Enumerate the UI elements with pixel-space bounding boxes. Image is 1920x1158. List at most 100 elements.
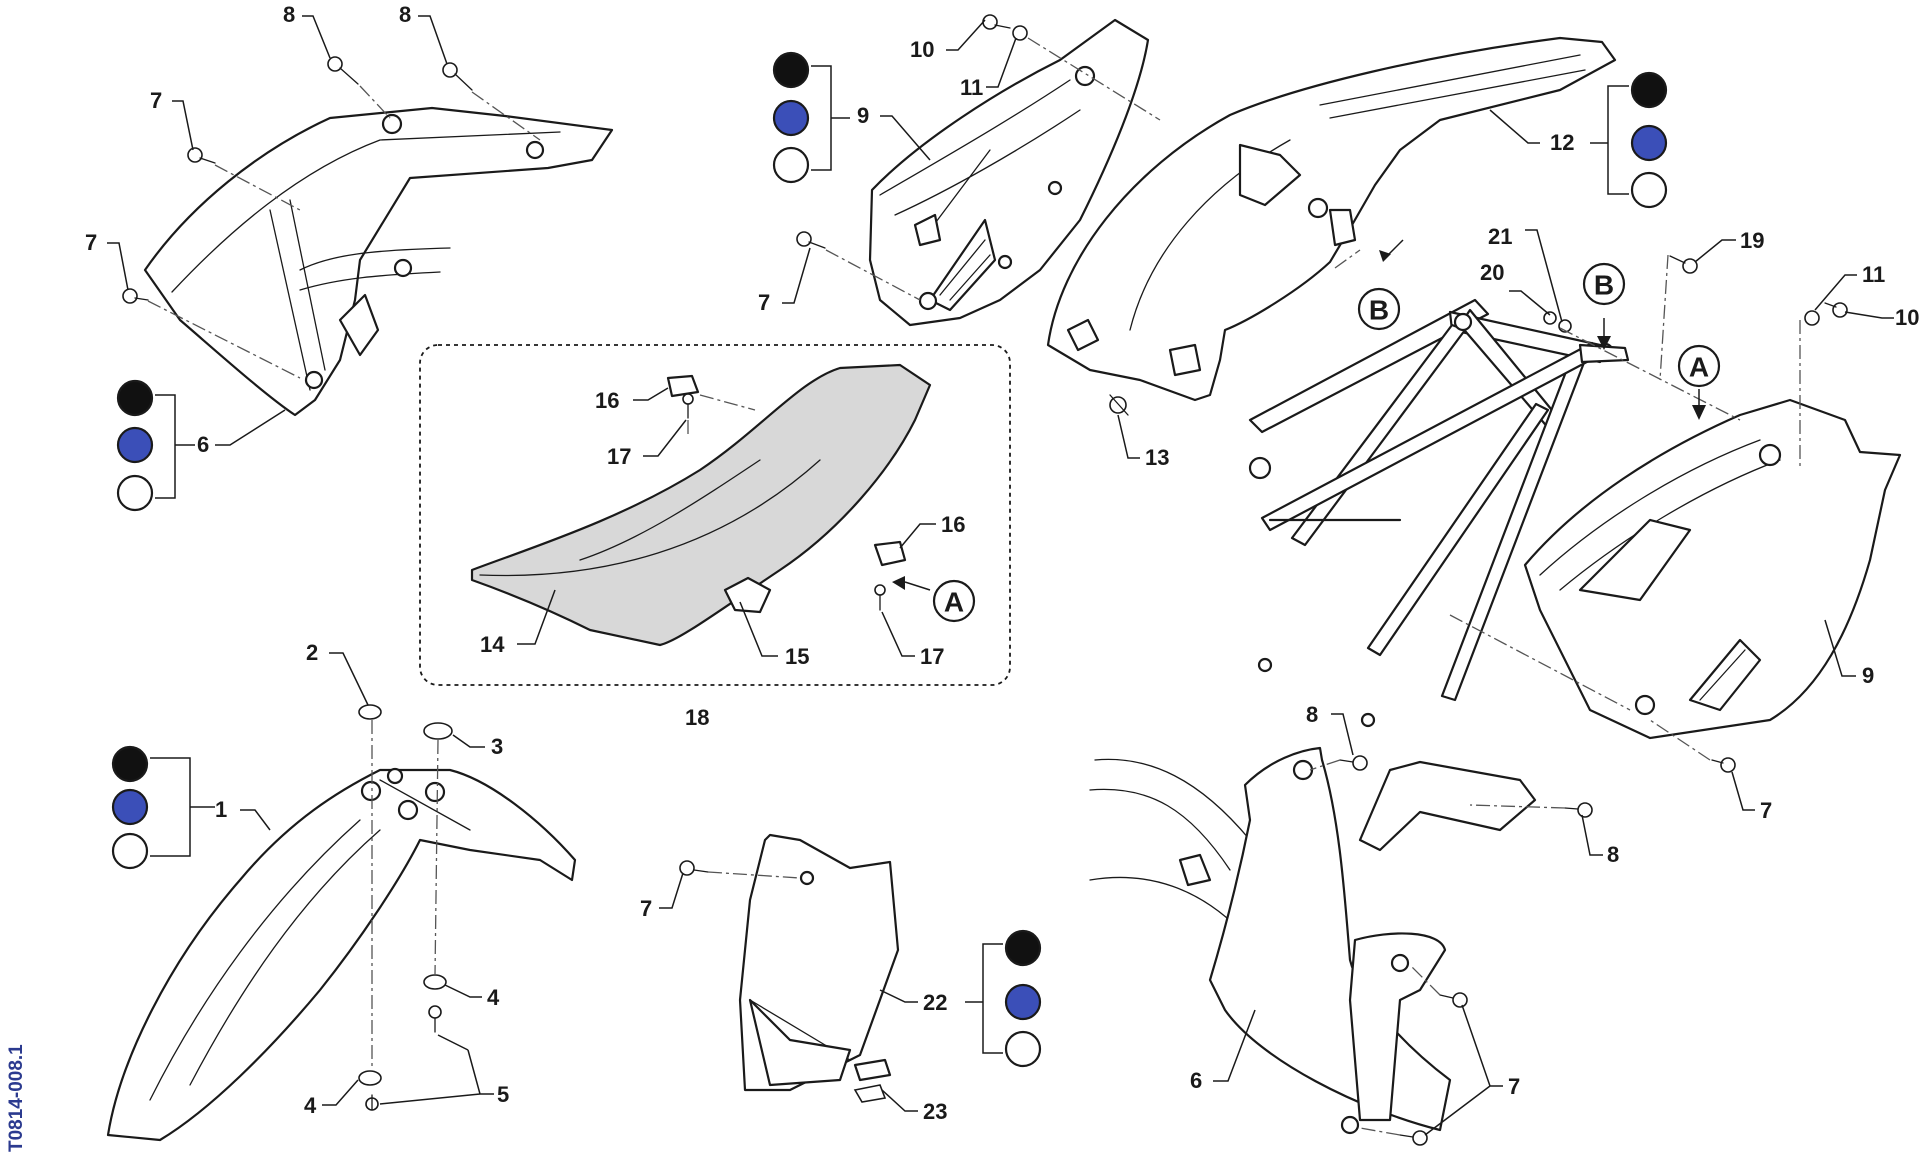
callout-22: 22: [923, 990, 947, 1015]
reference-letter-a-2: A: [932, 579, 976, 623]
rear-fender: [1046, 36, 1617, 402]
bolt: [1824, 302, 1848, 318]
callout-7: 7: [1760, 798, 1772, 823]
color-white-swatch: [116, 474, 154, 512]
bolt: [1669, 255, 1698, 274]
seat: [470, 363, 932, 647]
number-plate: [738, 833, 900, 1092]
hardware: [122, 14, 1848, 1146]
side-panel-upper: [868, 18, 1150, 327]
svg-text:A: A: [1689, 352, 1709, 383]
callout-16: 16: [941, 512, 965, 537]
callout-14: 14: [480, 632, 505, 657]
callout-2: 2: [306, 640, 318, 665]
callout-9: 9: [1862, 663, 1874, 688]
radiator-shroud-right: [1089, 746, 1537, 1135]
washer: [358, 704, 382, 720]
rear-subframe: [1248, 298, 1630, 728]
callout-3: 3: [491, 734, 503, 759]
radiator-shroud-left: [143, 106, 614, 417]
callout-8: 8: [283, 2, 295, 27]
reference-letter-a-1: A: [1677, 344, 1721, 388]
callout-6: 6: [197, 432, 209, 457]
washer: [358, 1070, 382, 1086]
callout-18: 18: [685, 705, 709, 730]
callout-5: 5: [497, 1082, 509, 1107]
color-options-22: [965, 929, 1042, 1068]
svg-text:A: A: [944, 587, 964, 618]
callout-10: 10: [910, 37, 934, 62]
callout-numbers: 8 8 7 7 6 10 11 9 7 12 13 21 20 19 11 10…: [85, 2, 1919, 1124]
callout-7: 7: [640, 896, 652, 921]
washer: [423, 974, 447, 990]
bolt: [1109, 394, 1129, 416]
bolt: [1711, 757, 1736, 773]
color-blue-swatch: [116, 426, 154, 464]
bolt: [442, 62, 473, 91]
washer: [423, 722, 453, 740]
callout-6: 6: [1190, 1068, 1202, 1093]
bolt: [327, 56, 359, 85]
callout-13: 13: [1145, 445, 1169, 470]
bolt: [1399, 1130, 1428, 1146]
callout-15: 15: [785, 644, 809, 669]
color-options-6: [116, 379, 195, 512]
color-white-swatch: [1630, 171, 1668, 209]
seat-group-box: [419, 344, 1011, 686]
assembly-lines: [147, 37, 1801, 1136]
reference-letter-b-2: B: [1582, 262, 1626, 306]
reference-letter-b-1: B: [1357, 287, 1401, 331]
callout-10: 10: [1895, 305, 1919, 330]
color-blue-swatch: [111, 788, 149, 826]
callout-20: 20: [1480, 260, 1504, 285]
color-options-12: [1590, 71, 1668, 209]
callout-4: 4: [487, 985, 500, 1010]
color-black-swatch: [1630, 71, 1668, 109]
bolt: [1804, 310, 1820, 326]
callout-19: 19: [1740, 228, 1764, 253]
leader-lines: [107, 15, 1894, 1136]
reference-arrows: [892, 239, 1706, 591]
color-black-swatch: [772, 51, 810, 89]
svg-text:B: B: [1594, 270, 1614, 301]
color-white-swatch: [1004, 1030, 1042, 1068]
bolt: [1543, 311, 1557, 325]
color-blue-swatch: [1630, 124, 1668, 162]
bolt: [1439, 992, 1468, 1008]
color-white-swatch: [772, 146, 810, 184]
bolt: [682, 393, 694, 419]
callout-8: 8: [1607, 842, 1619, 867]
bolt: [365, 1094, 379, 1111]
callout-8: 8: [1306, 702, 1318, 727]
color-blue-swatch: [772, 99, 810, 137]
bolt: [982, 14, 1011, 30]
callout-7: 7: [150, 88, 162, 113]
callout-7: 7: [85, 230, 97, 255]
callout-23: 23: [923, 1099, 947, 1124]
callout-9: 9: [857, 103, 869, 128]
bolt: [1012, 25, 1028, 41]
color-black-swatch: [111, 745, 149, 783]
bolt: [796, 231, 826, 249]
color-options-9: [772, 51, 850, 184]
callout-4: 4: [304, 1093, 317, 1118]
callout-17: 17: [607, 444, 631, 469]
callout-17: 17: [920, 644, 944, 669]
callout-1: 1: [215, 797, 227, 822]
color-blue-swatch: [1004, 983, 1042, 1021]
callout-8: 8: [399, 2, 411, 27]
color-options-1: [111, 745, 215, 870]
drawing-code: T0814-008.1: [6, 1044, 27, 1152]
callout-11: 11: [1862, 262, 1885, 287]
callout-11: 11: [960, 75, 983, 100]
bolt: [187, 147, 216, 164]
front-fender: [106, 767, 577, 1142]
bolt: [1339, 755, 1368, 771]
callout-12: 12: [1550, 130, 1574, 155]
color-white-swatch: [111, 832, 149, 870]
bolt: [874, 584, 886, 611]
callout-16: 16: [595, 388, 619, 413]
color-black-swatch: [116, 379, 154, 417]
callout-7: 7: [1508, 1074, 1520, 1099]
